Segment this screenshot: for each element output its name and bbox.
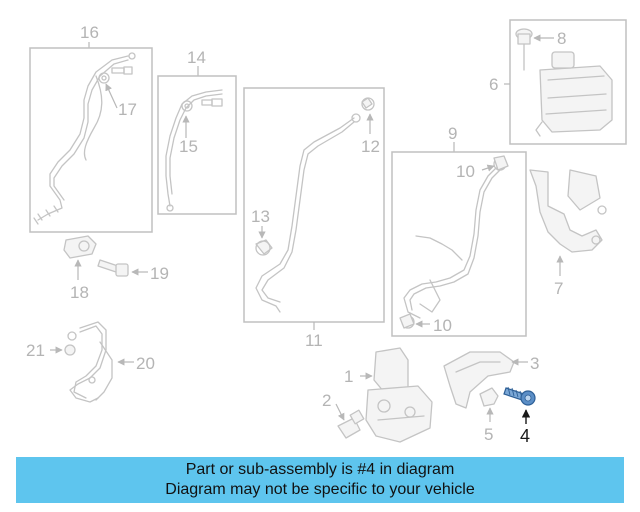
banner-line-1: Part or sub-assembly is #4 in diagram (185, 461, 455, 478)
info-banner: Part or sub-assembly is #4 in diagram Di… (16, 457, 624, 503)
callout-6[interactable]: 6 (489, 75, 498, 94)
callout-3[interactable]: 3 (530, 354, 539, 373)
banner-line-2: Diagram may not be specific to your vehi… (165, 481, 475, 498)
group-16-hose-assembly[interactable] (29, 42, 153, 233)
part-2-sensor[interactable] (335, 403, 365, 439)
callout-15[interactable]: 15 (179, 137, 198, 156)
callout-7[interactable]: 7 (554, 279, 563, 298)
part-4-bolt-highlighted[interactable] (503, 386, 536, 424)
callout-18[interactable]: 18 (70, 283, 89, 302)
callout-1[interactable]: 1 (344, 367, 353, 386)
callout-12[interactable]: 12 (361, 137, 380, 156)
part-19-bolt[interactable] (97, 259, 148, 277)
callout-5[interactable]: 5 (484, 425, 493, 444)
callout-14[interactable]: 14 (187, 48, 206, 67)
part-20-hose[interactable] (67, 321, 134, 403)
callout-21[interactable]: 21 (26, 341, 45, 360)
callout-11[interactable]: 11 (305, 331, 323, 350)
part-1-pump[interactable] (360, 347, 433, 443)
callout-20[interactable]: 20 (136, 354, 155, 373)
group-11-hose-assembly[interactable] (243, 87, 385, 330)
callout-17[interactable]: 17 (118, 100, 137, 119)
part-21-washer[interactable] (50, 344, 76, 356)
part-5-grommet[interactable] (479, 387, 499, 422)
part-3-heat-shield[interactable] (443, 351, 528, 409)
callout-10-upper[interactable]: 10 (456, 162, 475, 181)
part-18-clamp[interactable] (63, 235, 97, 280)
part-7-bracket[interactable] (529, 169, 607, 276)
callout-9[interactable]: 9 (448, 124, 457, 143)
callout-13[interactable]: 13 (251, 207, 270, 226)
callout-2[interactable]: 2 (322, 391, 331, 410)
callout-16[interactable]: 16 (80, 23, 99, 42)
group-14-hose-assembly[interactable] (157, 66, 237, 215)
group-6-reservoir[interactable] (504, 19, 627, 145)
group-9-hose-assembly[interactable] (391, 142, 527, 337)
callout-4-highlighted[interactable]: 4 (520, 426, 530, 446)
callout-10-lower[interactable]: 10 (433, 316, 452, 335)
callout-19[interactable]: 19 (150, 264, 169, 283)
callout-8[interactable]: 8 (557, 29, 566, 48)
